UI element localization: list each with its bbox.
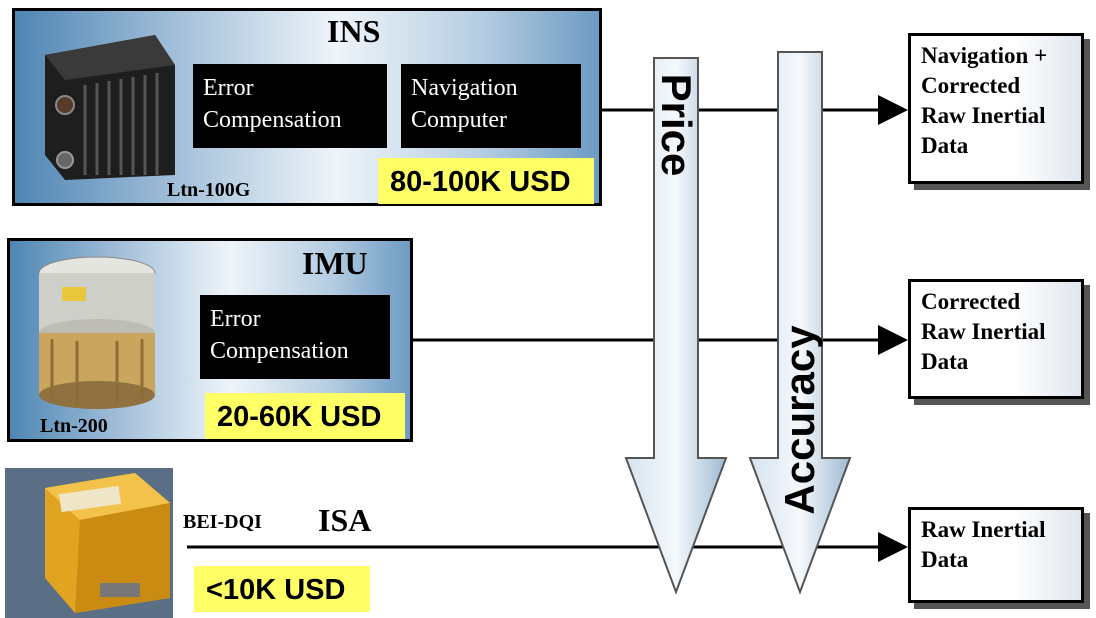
accuracy-arrow [748,51,852,595]
accuracy-arrow-label: Accuracy [776,325,823,515]
ins-device-image [45,35,175,180]
imu-output-line1: Corrected [921,289,1021,314]
imu-device-label: Ltn-200 [40,415,108,437]
isa-device-label: BEI-DQI [183,511,262,533]
isa-output-box: Raw Inertial Data [908,507,1084,603]
ins-device-label: Ltn-100G [167,179,251,201]
imu-output-line2: Raw Inertial [921,319,1046,344]
ins-navigation-computer: Navigation Computer [401,64,581,148]
imu-output-box: Corrected Raw Inertial Data [908,279,1084,399]
imu-device-image [38,256,156,409]
ins-error-line2: Compensation [203,107,342,133]
ins-output-line4: Data [921,133,969,158]
ins-panel: INS Ltn-100G Error Compensation Navigati… [12,8,602,206]
isa-price: <10K USD [194,566,370,612]
ins-error-line1: Error [203,75,254,101]
ins-nav-line2: Computer [411,107,507,133]
isa-output-line2: Data [921,547,969,572]
imu-panel: IMU Ltn-200 Error Compensation 20-60K US… [7,238,413,442]
imu-output-line3: Data [921,349,969,374]
isa-output-line1: Raw Inertial [921,517,1046,542]
isa-title: ISA [318,502,372,538]
ins-title: INS [327,13,381,49]
ins-output-box: Navigation + Corrected Raw Inertial Data [908,33,1084,184]
imu-price: 20-60K USD [205,393,405,439]
ins-output-line2: Corrected [921,73,1021,98]
imu-error-compensation: Error Compensation [200,295,390,379]
imu-error-line1: Error [210,306,261,332]
price-arrow [624,57,728,595]
ins-output-line3: Raw Inertial [921,103,1046,128]
ins-output-line1: Navigation + [921,43,1048,68]
price-arrow-label: Price [653,73,700,177]
isa-device-image [5,468,173,618]
ins-price: 80-100K USD [378,158,594,204]
ins-nav-line1: Navigation [411,75,518,101]
imu-error-line2: Compensation [210,338,349,364]
ins-error-compensation: Error Compensation [193,64,387,148]
imu-title: IMU [302,245,368,281]
